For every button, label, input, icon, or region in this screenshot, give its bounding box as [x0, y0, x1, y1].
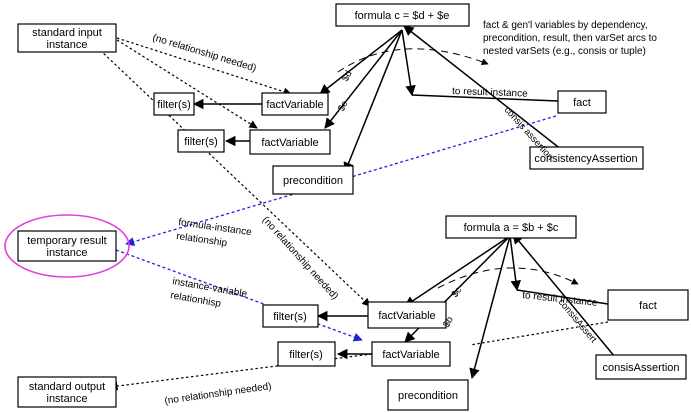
var-e-label: $e [336, 99, 351, 114]
fact-1-label: fact [573, 97, 591, 109]
formula-c-to-factvariable-1-arrow [319, 29, 403, 95]
temporary-result-highlight-ellipse [4, 214, 130, 278]
var-d-label: $d [340, 69, 355, 84]
note-line-3: nested varSets (e.g., consis or tuple) [483, 46, 646, 57]
input-to-factvariable-1-arrow [116, 37, 292, 96]
var-b-label: $b [441, 315, 456, 330]
formula-c-label: formula c = $d + $e [355, 10, 450, 22]
factvariable-1-label: factVariable [266, 99, 323, 111]
to-result-top-line [411, 94, 559, 102]
consis-assertion-box: consisAssertion [595, 354, 687, 380]
note-line-1: fact & gen'l variables by dependency, [483, 20, 648, 31]
factvariable-3-label: factVariable [378, 310, 435, 322]
filter-3-box: filter(s) [262, 304, 319, 328]
consistency-assertion-box: consistencyAssertion [529, 146, 644, 170]
fact-2-box: fact [607, 289, 689, 321]
formula-a-to-factvariable-3-arrow [404, 235, 511, 307]
dependency-arc-top [337, 48, 489, 73]
dependency-arc-bottom [437, 267, 579, 289]
consis-to-formula-a-arrow [512, 233, 616, 358]
fact-2-link-line [469, 321, 609, 346]
precondition-2-label: precondition [398, 390, 458, 402]
consistency-assertion-label: consistencyAssertion [534, 153, 637, 165]
consis-assertion-diag-top-label: consis assertion [502, 105, 556, 163]
formula-a-box: formula a = $b + $c [445, 215, 577, 239]
formula-c-to-precondition-1-arrow [343, 29, 403, 173]
precondition-2-box: precondition [387, 379, 469, 411]
no-relationship-mid-label: (no relationship needed) [260, 215, 340, 303]
fact-2-label: fact [639, 300, 657, 312]
formula-c-to-result-arrow [401, 29, 416, 97]
var-c-label: $c [449, 285, 464, 300]
no-relationship-bottom-label: (no relationship needed) [164, 381, 272, 407]
factvariable-1-box: factVariable [261, 92, 329, 116]
to-result-bottom-line [516, 289, 609, 305]
formula-a-label: formula a = $b + $c [464, 222, 559, 234]
no-relationship-top-label: (no relationship needed) [151, 32, 257, 74]
factvariable-4-to-output-arrow [109, 353, 373, 391]
factvariable-4-box: factVariable [371, 341, 451, 367]
filter-4-label: filter(s) [289, 349, 323, 361]
filter-3-label: filter(s) [273, 311, 307, 323]
filter-2-label: filter(s) [184, 136, 218, 148]
fact-1-box: fact [557, 90, 607, 114]
factvariable-4-label: factVariable [382, 349, 439, 361]
filter-1-label: filter(s) [157, 99, 191, 111]
note-line-2: precondition, result, then varSet arcs t… [483, 33, 657, 44]
formula-a-to-precondition-2-arrow [469, 235, 511, 380]
factvariable-2-box: factVariable [249, 129, 331, 155]
input-to-factvariable-3-arrow [99, 49, 371, 307]
formula-c-box: formula c = $d + $e [335, 3, 470, 27]
factvariable-3-box: factVariable [367, 301, 447, 329]
precondition-1-label: precondition [283, 175, 343, 187]
precondition-1-box: precondition [272, 165, 354, 195]
filter-4-box: filter(s) [277, 341, 336, 367]
filter-2-box: filter(s) [177, 129, 225, 153]
consis-assertion-label: consisAssertion [602, 362, 679, 374]
consistency-to-formula-c-arrow [403, 25, 563, 151]
formula-c-to-factvariable-2-arrow [324, 29, 403, 129]
to-result-top-label: to result instance [452, 86, 528, 100]
formula-a-to-result-arrow [509, 235, 521, 292]
factvariable-2-label: factVariable [261, 137, 318, 149]
filter-1-box: filter(s) [153, 92, 195, 116]
